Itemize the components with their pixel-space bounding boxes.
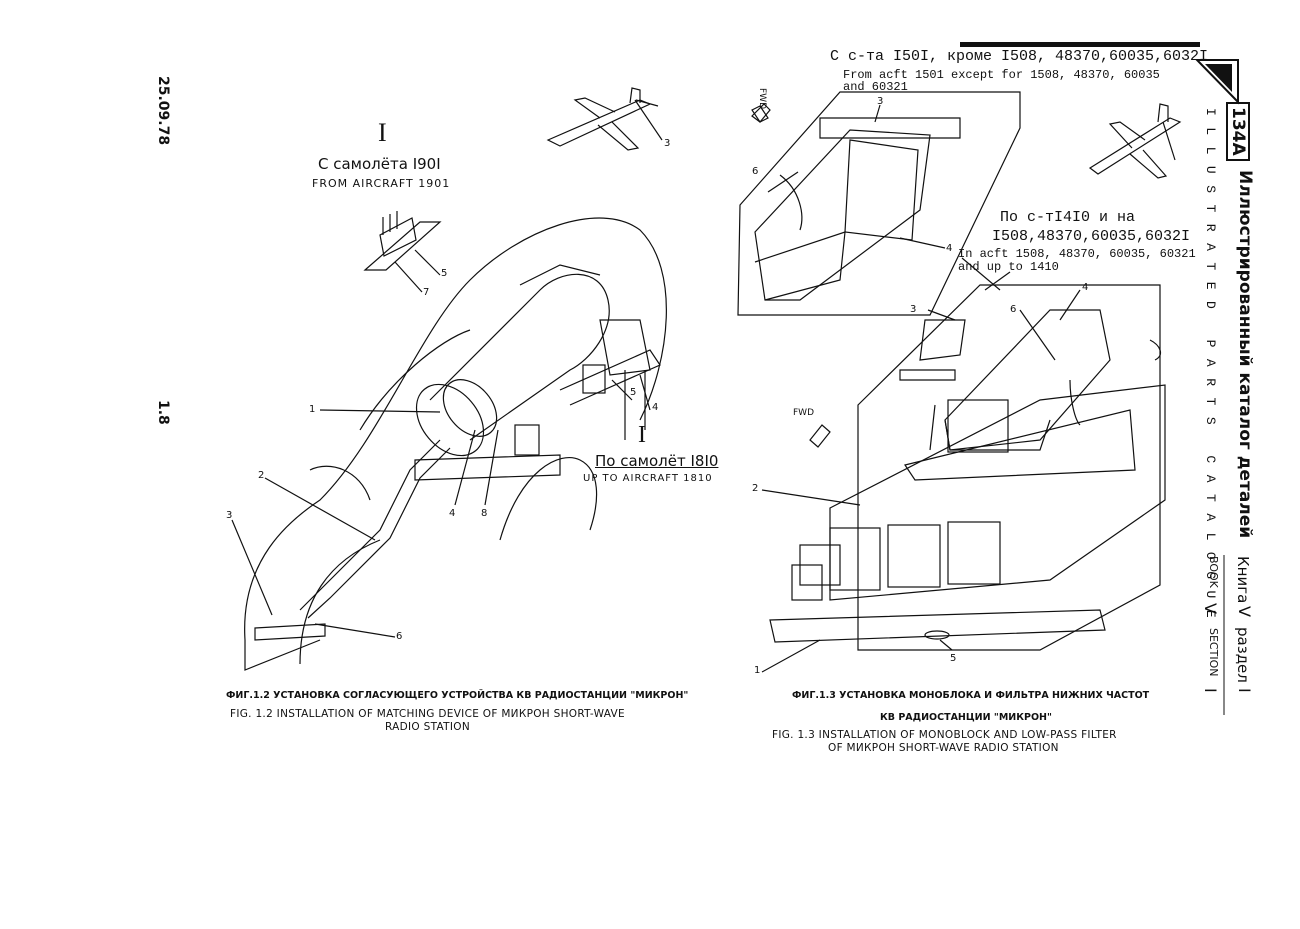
book-number: V — [1235, 606, 1254, 617]
fwd-label-main: FWD — [793, 408, 815, 418]
callout: 3 — [664, 138, 671, 149]
figure-caption-en: FIG. 1.2 INSTALLATION OF MATCHING DEVICE… — [230, 708, 625, 720]
fwd-label: FWD — [757, 88, 767, 110]
callout: 1 — [754, 665, 761, 676]
callout: 5 — [441, 268, 448, 279]
up-to-aircraft-en: UP TO AIRCRAFT 1810 — [583, 473, 713, 484]
callout: 4 — [449, 508, 456, 519]
callout: 8 — [481, 508, 488, 519]
callout: 4 — [1082, 282, 1089, 293]
callout: 4 — [946, 243, 953, 254]
book-label-en: BOOK — [1207, 556, 1220, 588]
figure-caption-ru: ФИГ.1.2 УСТАНОВКА СОГЛАСУЮЩЕГО УСТРОЙСТВ… — [226, 690, 689, 701]
up-to-aircraft-ru: По самолёт I8I0 — [595, 452, 719, 470]
figure-caption-en-2: RADIO STATION — [385, 721, 470, 733]
callout: 5 — [950, 653, 957, 664]
figure-caption-ru: ФИГ.1.3 УСТАНОВКА МОНОБЛОКА И ФИЛЬТРА НИ… — [792, 690, 1150, 701]
callout: 6 — [1010, 304, 1017, 315]
section-number: I — [1235, 688, 1254, 693]
from-aircraft-en: FROM AIRCRAFT 1901 — [312, 177, 451, 190]
connector-part — [363, 211, 442, 271]
callout: 2 — [258, 470, 265, 481]
aircraft-silhouette-left — [546, 87, 659, 151]
callout: 5 — [630, 387, 637, 398]
section-label-ru: раздел — [1234, 627, 1252, 683]
book-label-ru: Книга — [1234, 556, 1252, 604]
section-mark: I — [638, 422, 646, 448]
main-effectivity-en: In acft 1508, 48370, 60035, 60321 — [958, 247, 1196, 261]
main-effectivity-en-2: and up to 1410 — [958, 260, 1059, 274]
catalogue-title-ru: Иллюстрированный каталог деталей — [1235, 170, 1255, 539]
inset-effectivity-ru: С с-та I50I, кроме I508, 48370,60035,603… — [830, 48, 1209, 65]
model-number: 134A — [1226, 102, 1250, 161]
view-label: I — [378, 118, 387, 147]
main-effectivity-ru-2: I508,48370,60035,6032I — [992, 228, 1191, 245]
callout: 3 — [910, 304, 917, 315]
callout: 3 — [877, 96, 884, 107]
main-effectivity-ru: По с-тI4I0 и на — [1000, 209, 1136, 226]
section-label-en: SECTION — [1207, 628, 1220, 677]
callout: 2 — [752, 483, 759, 494]
logo-mark — [960, 42, 1239, 105]
section-number-en: I — [1201, 688, 1220, 693]
inset-effectivity-en-2: and 60321 — [843, 80, 908, 94]
page-number: 1.8 — [155, 400, 171, 425]
callout: 7 — [423, 287, 430, 298]
callout: 1 — [309, 404, 316, 415]
book-number-en: V — [1201, 603, 1220, 614]
callout: 4 — [652, 402, 659, 413]
from-aircraft-ru: С самолёта I90I — [318, 155, 441, 173]
catalogue-title-en: ILLUSTRATED PARTS CATALOGUE — [1203, 108, 1218, 630]
figure-caption-ru-2: КВ РАДИОСТАНЦИИ "МИКРОН" — [880, 712, 1052, 723]
callout: 3 — [226, 510, 233, 521]
callout: 6 — [396, 631, 403, 642]
inset-effectivity-en: From acft 1501 except for 1508, 48370, 6… — [843, 68, 1160, 82]
page-date: 25.09.78 — [155, 76, 171, 146]
figure-caption-en: FIG. 1.3 INSTALLATION OF MONOBLOCK AND L… — [772, 729, 1117, 741]
aircraft-silhouette-right — [1088, 103, 1182, 179]
figure-caption-en-2: OF МИКРОН SHORT-WAVE RADIO STATION — [828, 742, 1059, 754]
callout: 6 — [752, 166, 759, 177]
